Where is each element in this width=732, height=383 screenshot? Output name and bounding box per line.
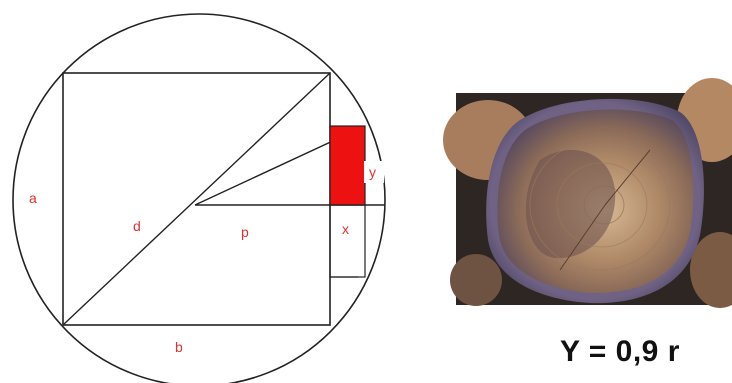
log-circle (12, 13, 386, 383)
log-crack-2 (559, 204, 606, 271)
log-photo (443, 78, 732, 308)
log-heartwood (525, 150, 616, 259)
neighbor-log-bottom-left (450, 254, 502, 306)
geometry-diagram: a d p x y b (12, 13, 386, 383)
label-a: a (29, 190, 37, 206)
formula-text: Y = 0,9 r (560, 335, 680, 368)
growth-ring-1 (529, 139, 671, 271)
growth-ring-3 (583, 185, 625, 225)
highlight-rectangle-y (329, 125, 366, 206)
neighbor-log-bottom (690, 232, 732, 308)
diagonal-line (62, 72, 331, 326)
growth-ring-2 (556, 162, 648, 248)
label-d: d (133, 218, 141, 234)
label-p: p (241, 224, 249, 240)
side-rectangle-x (329, 204, 366, 278)
label-b: b (175, 339, 183, 355)
label-x: x (342, 221, 349, 237)
label-y: y (369, 164, 376, 180)
log-crack-1 (604, 149, 651, 206)
y-label-box (364, 161, 384, 183)
